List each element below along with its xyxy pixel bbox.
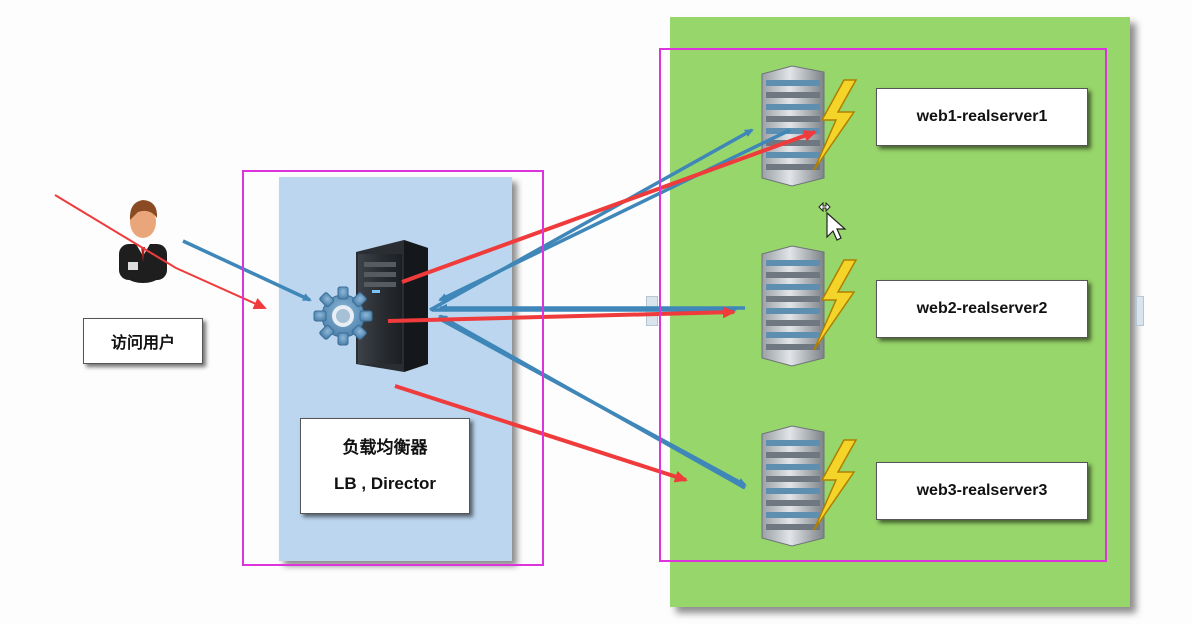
server-label-web1: web1-realserver1 (876, 88, 1088, 146)
user-person-icon (119, 200, 167, 283)
annotation-arrows (54, 130, 817, 483)
user-label: 访问用户 (83, 318, 203, 364)
realservers-selection-frame (659, 48, 1107, 562)
red-arrow-user-to-lb (54, 194, 267, 309)
red-arrow-lb-to-web2 (387, 306, 736, 323)
realserver1-icon (761, 65, 858, 187)
gear-icon (313, 286, 373, 346)
user-label-text: 访问用户 (110, 335, 175, 352)
director-label: 负载均衡器 LB , Director (300, 418, 470, 514)
realserver3-icon (761, 425, 858, 547)
arrow-user-to-director (182, 239, 312, 302)
server-label-web1-text: web1-realserver1 (916, 108, 1048, 125)
mouse-cursor-icon (818, 201, 847, 241)
red-arrow-lb-to-web3 (394, 384, 688, 483)
edge-tab-right (1136, 296, 1144, 326)
director-label-subtitle: LB , Director (333, 474, 437, 493)
server-label-web3-text: web3-realserver3 (916, 482, 1048, 499)
red-arrow-lb-to-web1 (401, 130, 817, 284)
server-label-web2-text: web2-realserver2 (916, 300, 1048, 317)
director-label-title: 负载均衡器 (342, 438, 428, 457)
server-label-web3: web3-realserver3 (876, 462, 1088, 520)
arrow-web3-to-director (438, 314, 746, 490)
arrow-web1-to-director (438, 128, 791, 302)
director-selection-frame (242, 170, 544, 566)
request-flow-arrows (182, 128, 791, 490)
realserver2-icon (761, 245, 858, 367)
server-label-web2: web2-realserver2 (876, 280, 1088, 338)
